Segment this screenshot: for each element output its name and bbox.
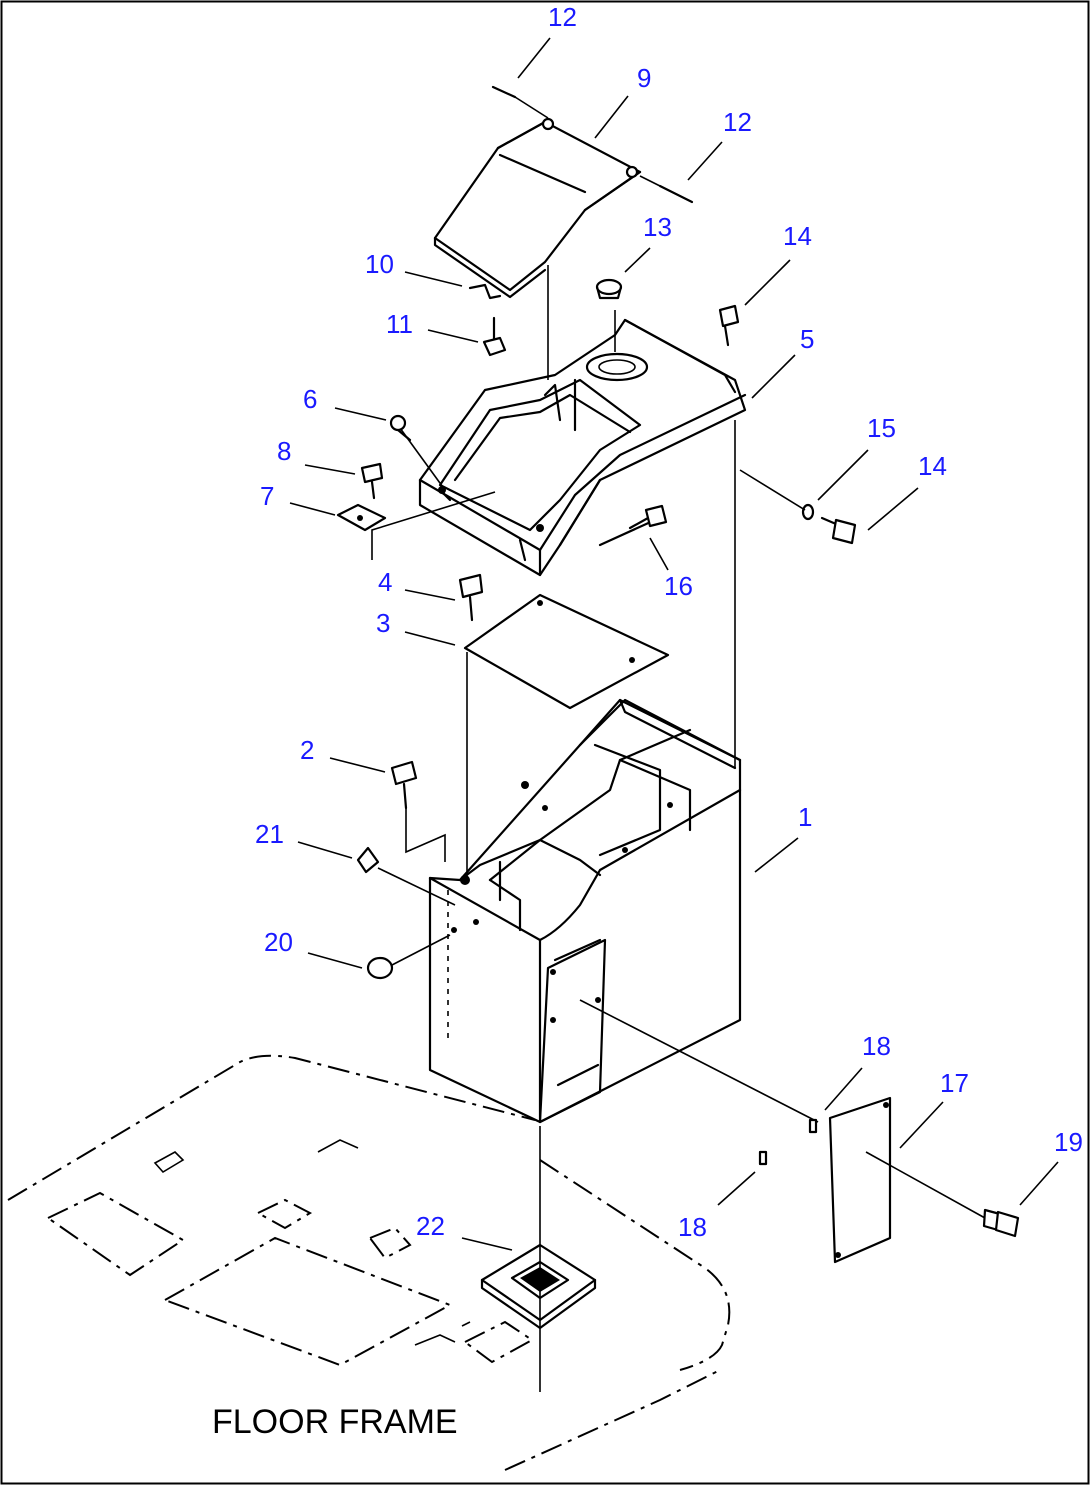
part-18-nut-lower [758,1150,768,1166]
label-part-2: 2 [300,735,314,765]
label-part-14a: 14 [783,221,812,251]
label-part-12a: 12 [548,2,577,32]
floor-frame-outline [7,1054,731,1471]
part-8-screw [360,462,384,500]
part-12-pin-top [491,85,549,119]
label-part-5: 5 [800,324,814,354]
label-part-9: 9 [637,63,651,93]
part-14-bolt-right [820,516,857,545]
label-part-18a: 18 [862,1031,891,1061]
label-part-10: 10 [365,249,394,279]
part-18-nut-upper [808,1118,818,1134]
part-22-plate [480,1126,597,1392]
part-20-knob [366,934,451,980]
label-part-16: 16 [664,571,693,601]
label-part-13: 13 [643,212,672,242]
part-11-screw [482,316,507,357]
part-1-console-box [428,698,742,1124]
part-6-fitting [389,414,412,442]
label-part-19: 19 [1054,1127,1083,1157]
floor-frame-caption: FLOOR FRAME [212,1403,458,1441]
part-12-pin-right [639,175,694,204]
part-15-washer [739,469,815,521]
part-2-bolt [390,760,446,862]
label-part-15: 15 [867,413,896,443]
label-part-20: 20 [264,927,293,957]
part-19-bolt [982,1208,1020,1238]
part-21-grommet [356,846,456,906]
part-3-cover-plate [463,420,736,880]
label-part-7: 7 [260,481,274,511]
leader-lines [289,37,1059,1251]
label-part-14b: 14 [918,451,947,481]
label-part-21: 21 [255,819,284,849]
label-part-4: 4 [378,567,392,597]
label-part-6: 6 [303,384,317,414]
part-5-upper-housing [371,265,747,577]
part-17-cover-panel [579,999,986,1264]
part-10-clip [468,283,502,300]
label-part-12b: 12 [723,107,752,137]
part-7-bracket [336,503,387,532]
part-13-cap [595,278,623,300]
label-part-1: 1 [798,802,812,832]
label-part-22: 22 [416,1211,445,1241]
label-part-17: 17 [940,1068,969,1098]
part-16-bolt [628,504,668,530]
part-labels: 12 9 12 13 14 10 11 5 6 15 14 8 7 16 4 3… [255,2,1083,1242]
part-14-bolt-top [718,304,740,347]
label-part-18b: 18 [678,1212,707,1242]
part-9-lid [433,117,642,299]
label-part-8: 8 [277,436,291,466]
part-4-bolt [458,573,484,622]
label-part-11: 11 [386,309,413,339]
label-part-3: 3 [376,608,390,638]
